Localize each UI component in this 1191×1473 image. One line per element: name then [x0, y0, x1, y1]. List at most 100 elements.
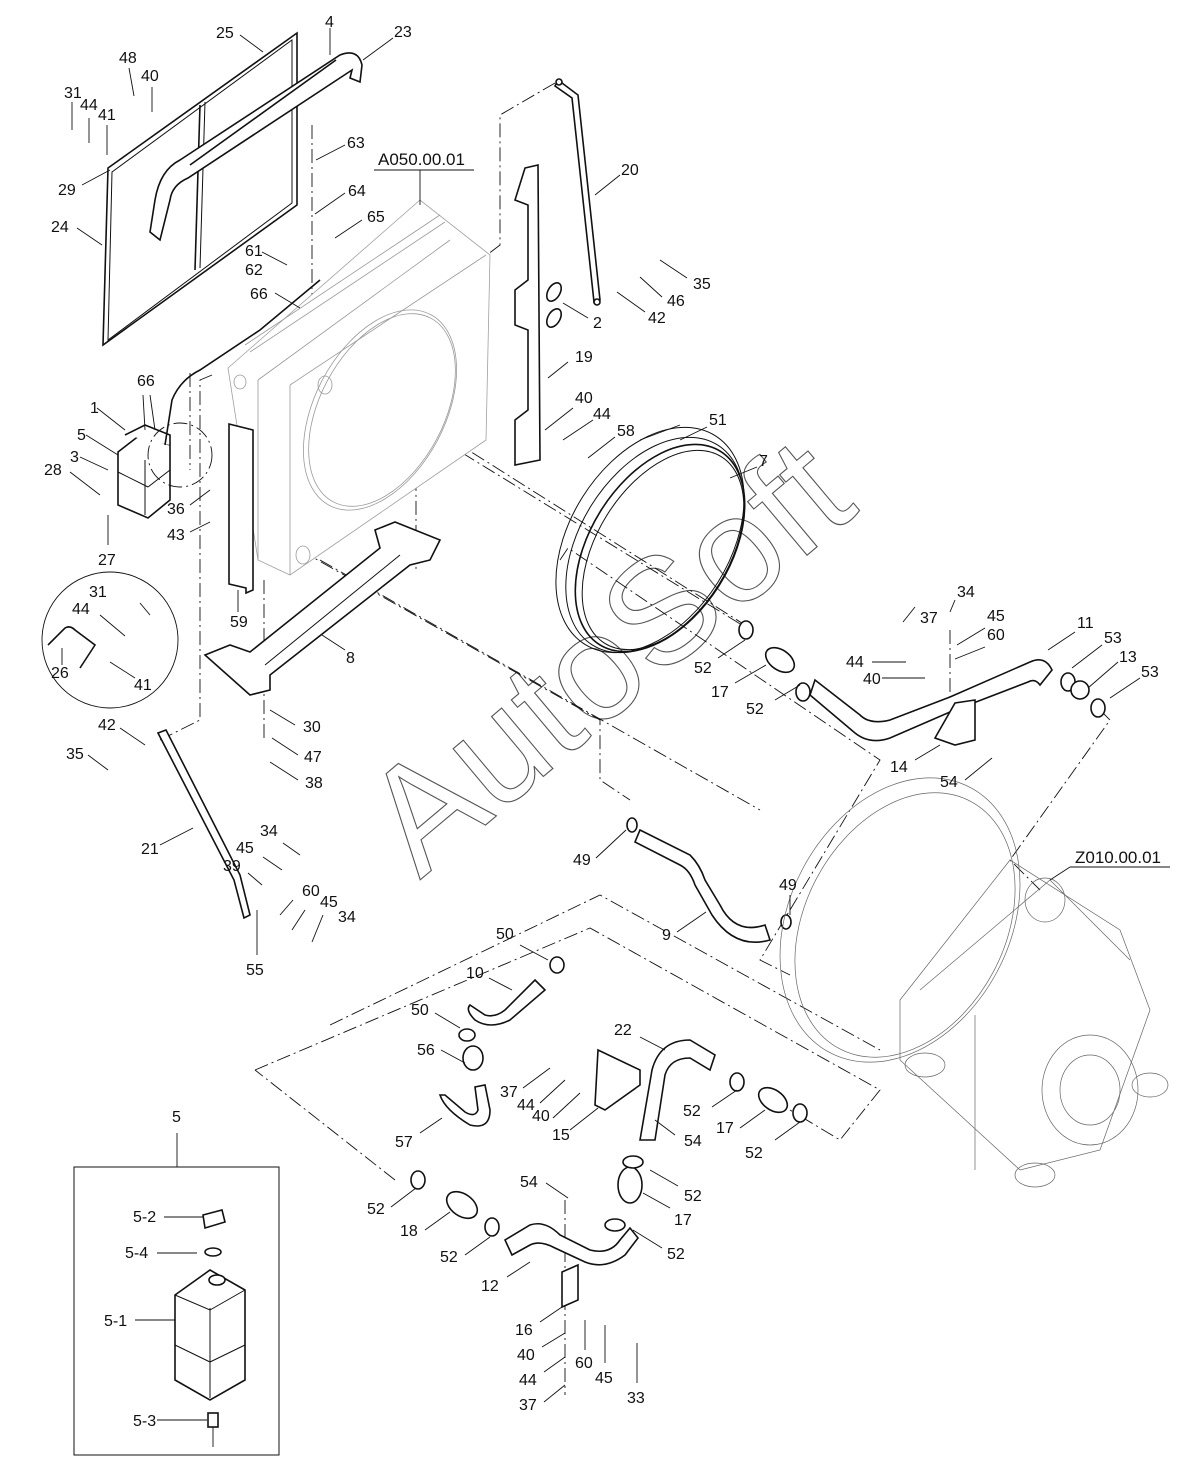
callout-5-2[interactable]: 5-2 [133, 1209, 156, 1226]
callout-52[interactable]: 52 [367, 1201, 385, 1218]
callout-4[interactable]: 4 [325, 14, 334, 31]
overflow-hose[interactable] [164, 279, 321, 446]
callout-40[interactable]: 40 [532, 1108, 550, 1125]
callout-50[interactable]: 50 [496, 926, 514, 943]
hose-11[interactable] [809, 659, 1053, 742]
callout-29[interactable]: 29 [58, 182, 76, 199]
callout-63[interactable]: 63 [347, 135, 365, 152]
callout-56[interactable]: 56 [417, 1042, 435, 1059]
fan-ring-7[interactable] [517, 393, 783, 686]
clamp-52h[interactable] [604, 1218, 626, 1232]
callout-10[interactable]: 10 [466, 965, 484, 982]
callout-52[interactable]: 52 [746, 701, 764, 718]
callout-46[interactable]: 46 [667, 293, 685, 310]
bracket-15[interactable] [594, 1048, 641, 1111]
callout-48[interactable]: 48 [119, 50, 137, 67]
callout-2[interactable]: 2 [593, 315, 602, 332]
hose-9[interactable] [633, 828, 772, 944]
coupling-17b[interactable] [754, 1083, 792, 1118]
callout-41[interactable]: 41 [134, 677, 152, 694]
callout-8[interactable]: 8 [346, 650, 355, 667]
side-plate-59[interactable] [228, 422, 254, 595]
callout-11[interactable]: 11 [1077, 615, 1094, 632]
callout-33[interactable]: 33 [627, 1390, 645, 1407]
clamp-52f[interactable] [484, 1217, 500, 1237]
callout-34[interactable]: 34 [338, 909, 356, 926]
callout-52[interactable]: 52 [667, 1246, 685, 1263]
callout-22[interactable]: 22 [614, 1022, 632, 1039]
callout-61[interactable]: 61 [245, 243, 263, 260]
callout-14[interactable]: 14 [890, 759, 908, 776]
callout-58[interactable]: 58 [617, 423, 635, 440]
callout-16[interactable]: 16 [515, 1322, 533, 1339]
callout-41[interactable]: 41 [98, 107, 116, 124]
clamp-52g[interactable] [622, 1155, 644, 1169]
callout-5[interactable]: 5 [77, 427, 86, 444]
seal-53b[interactable] [1090, 698, 1106, 718]
callout-23[interactable]: 23 [394, 24, 412, 41]
callout-30[interactable]: 30 [303, 719, 321, 736]
engine-ref-callout[interactable]: Z010.00.01 [1049, 848, 1170, 881]
callout-17[interactable]: 17 [674, 1212, 692, 1229]
radiator-ref-callout[interactable]: A050.00.01 [374, 150, 474, 205]
callout-21[interactable]: 21 [141, 841, 159, 858]
engine-assembly[interactable] [732, 736, 1169, 1188]
callout-7[interactable]: 7 [759, 453, 768, 470]
hose-22[interactable] [639, 1039, 716, 1141]
callout-51[interactable]: 51 [709, 412, 727, 429]
callout-40[interactable]: 40 [575, 390, 593, 407]
callout-66[interactable]: 66 [137, 373, 155, 390]
callout-50[interactable]: 50 [411, 1002, 429, 1019]
coupling-18[interactable] [442, 1186, 482, 1224]
callout-66[interactable]: 66 [250, 286, 268, 303]
callout-52[interactable]: 52 [694, 660, 712, 677]
coupling-17c[interactable] [617, 1166, 643, 1204]
callout-5-1[interactable]: 5-1 [104, 1313, 127, 1330]
callout-24[interactable]: 24 [51, 219, 69, 236]
mount-bar-8[interactable] [203, 521, 442, 696]
callout-37[interactable]: 37 [519, 1397, 537, 1414]
callout-31[interactable]: 31 [89, 584, 107, 601]
callout-17[interactable]: 17 [716, 1120, 734, 1137]
callout-17[interactable]: 17 [711, 684, 729, 701]
callout-49[interactable]: 49 [573, 852, 591, 869]
coupling-56[interactable] [462, 1045, 484, 1071]
callout-35[interactable]: 35 [66, 746, 84, 763]
callout-5-3[interactable]: 5-3 [133, 1413, 156, 1430]
callout-64[interactable]: 64 [348, 183, 366, 200]
callout-60[interactable]: 60 [302, 883, 320, 900]
top-cover[interactable] [149, 52, 363, 242]
callout-59[interactable]: 59 [230, 614, 248, 631]
bracket-16[interactable] [561, 1263, 579, 1309]
callout-60[interactable]: 60 [987, 627, 1005, 644]
grommet-2a[interactable] [544, 280, 564, 303]
callout-34[interactable]: 34 [957, 584, 975, 601]
callout-1[interactable]: 1 [90, 400, 99, 417]
detail-circle[interactable] [41, 571, 179, 709]
callout-25[interactable]: 25 [216, 25, 234, 42]
stay-bar-20[interactable] [553, 78, 601, 306]
callout-45[interactable]: 45 [320, 894, 338, 911]
callout-31[interactable]: 31 [64, 85, 82, 102]
callout-37[interactable]: 37 [920, 610, 938, 627]
callout-39[interactable]: 39 [223, 858, 241, 875]
callout-44[interactable]: 44 [517, 1097, 535, 1114]
callout-53[interactable]: 53 [1141, 664, 1159, 681]
callout-5-inset[interactable]: 5 [172, 1109, 181, 1126]
hose-bracket-14[interactable] [933, 699, 976, 746]
callout-54[interactable]: 54 [684, 1133, 702, 1150]
callout-15[interactable]: 15 [552, 1127, 570, 1144]
callout-52[interactable]: 52 [440, 1249, 458, 1266]
callout-40[interactable]: 40 [141, 68, 159, 85]
callout-45[interactable]: 45 [595, 1370, 613, 1387]
callout-35[interactable]: 35 [693, 276, 711, 293]
hose-57[interactable] [438, 1084, 491, 1127]
callout-38[interactable]: 38 [305, 775, 323, 792]
callout-52[interactable]: 52 [745, 1145, 763, 1162]
clamp-52c[interactable] [729, 1072, 745, 1092]
clamp-52e[interactable] [410, 1170, 426, 1190]
callout-55[interactable]: 55 [246, 962, 264, 979]
expansion-tank[interactable] [117, 424, 171, 519]
callout-47[interactable]: 47 [304, 749, 322, 766]
callout-54[interactable]: 54 [520, 1174, 538, 1191]
